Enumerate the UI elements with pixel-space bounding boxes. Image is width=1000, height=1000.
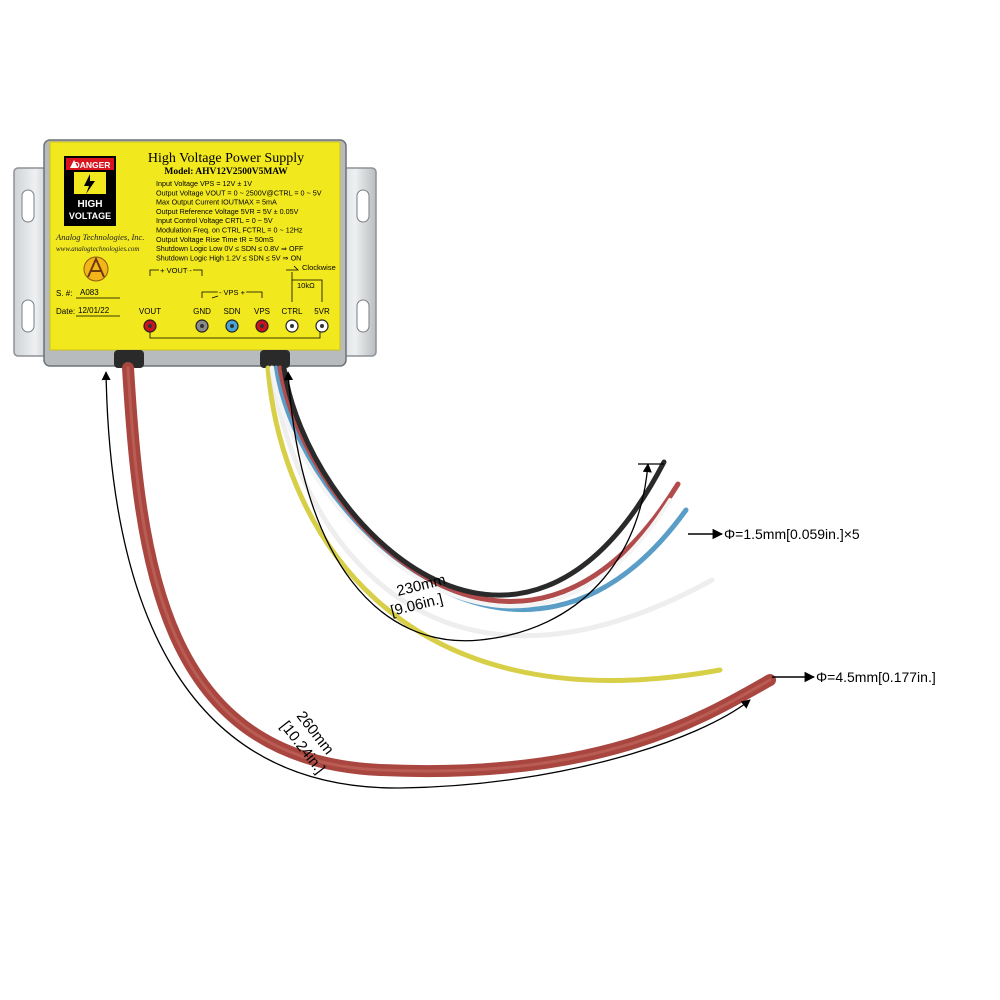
- clockwise-label: Clockwise: [302, 263, 336, 272]
- date-value: 12/01/22: [78, 306, 110, 315]
- high-text: HIGH: [78, 199, 103, 210]
- wire-red: [277, 365, 681, 604]
- pin-center-dot: [200, 324, 204, 328]
- pin-label-vout: VOUT: [139, 307, 161, 316]
- thin-wire-diameter: Φ=1.5mm[0.059in.]×5: [724, 526, 860, 542]
- label-model: Model: AHV12V2500V5MAW: [164, 167, 288, 177]
- pin-center-dot: [290, 324, 294, 328]
- spec-line: Max Output Current IOUTMAX = 5mA: [156, 198, 277, 207]
- pin-label-gnd: GND: [193, 307, 211, 316]
- terminal-pins: VOUT GND SDN VPS CTRL 5VR: [139, 307, 330, 333]
- company-name: Analog Technologies, Inc.: [55, 232, 144, 242]
- spec-line: Modulation Freq. on CTRL FCTRL = 0 ~ 12H…: [156, 226, 303, 235]
- pin-center-dot: [148, 324, 152, 328]
- pin-center-dot: [260, 324, 264, 328]
- danger-text: DANGER: [74, 160, 111, 170]
- company-website: www.analogtechnologies.com: [56, 245, 139, 253]
- spec-line: Output Reference Voltage 5VR = 5V ± 0.05…: [156, 207, 299, 216]
- vps-bracket-label: - VPS +: [219, 288, 246, 297]
- date-label: Date:: [56, 307, 75, 316]
- vout-bracket-label: + VOUT -: [160, 266, 192, 275]
- pin-center-dot: [320, 324, 324, 328]
- serial-value: A083: [80, 288, 99, 297]
- lightning-icon: [84, 174, 95, 194]
- serial-label: S. #:: [56, 289, 72, 298]
- spec-line: Shutdown Logic High 1.2V ≤ SDN ≤ 5V ⇒ ON: [156, 253, 301, 262]
- spec-line: Output Voltage VOUT = 0 ~ 2500V@CTRL = 0…: [156, 188, 322, 197]
- danger-sticker: DANGER HIGH VOLTAGE: [64, 156, 116, 226]
- spec-line: Output Voltage Rise Time tR = 50mS: [156, 235, 274, 244]
- spec-line: Input Voltage VPS = 12V ± 1V: [156, 179, 252, 188]
- pin-label-vps: VPS: [254, 307, 270, 316]
- voltage-text: VOLTAGE: [69, 211, 111, 221]
- label-title: High Voltage Power Supply: [148, 151, 304, 166]
- dimension-260: [101, 371, 751, 789]
- pin-label-ctrl: CTRL: [282, 307, 303, 316]
- pin-label-sdn: SDN: [224, 307, 241, 316]
- spec-line: Input Control Voltage CRTL = 0 ~ 5V: [156, 216, 273, 225]
- thick-wire-diameter: Φ=4.5mm[0.177in.]: [816, 669, 936, 685]
- company-logo-icon: [83, 256, 109, 282]
- schematic: [149, 265, 323, 339]
- pin-center-dot: [230, 324, 234, 328]
- pin-label-5vr: 5VR: [314, 307, 330, 316]
- spec-line: Shutdown Logic Low 0V ≤ SDN ≤ 0.8V ⇒ OFF: [156, 244, 304, 253]
- cable-gland-right: [260, 350, 290, 368]
- wire-blue: [273, 365, 689, 613]
- pot-label: 10kΩ: [297, 281, 315, 290]
- thin-wire-bundle: [265, 365, 723, 683]
- cable-gland-left: [114, 350, 144, 368]
